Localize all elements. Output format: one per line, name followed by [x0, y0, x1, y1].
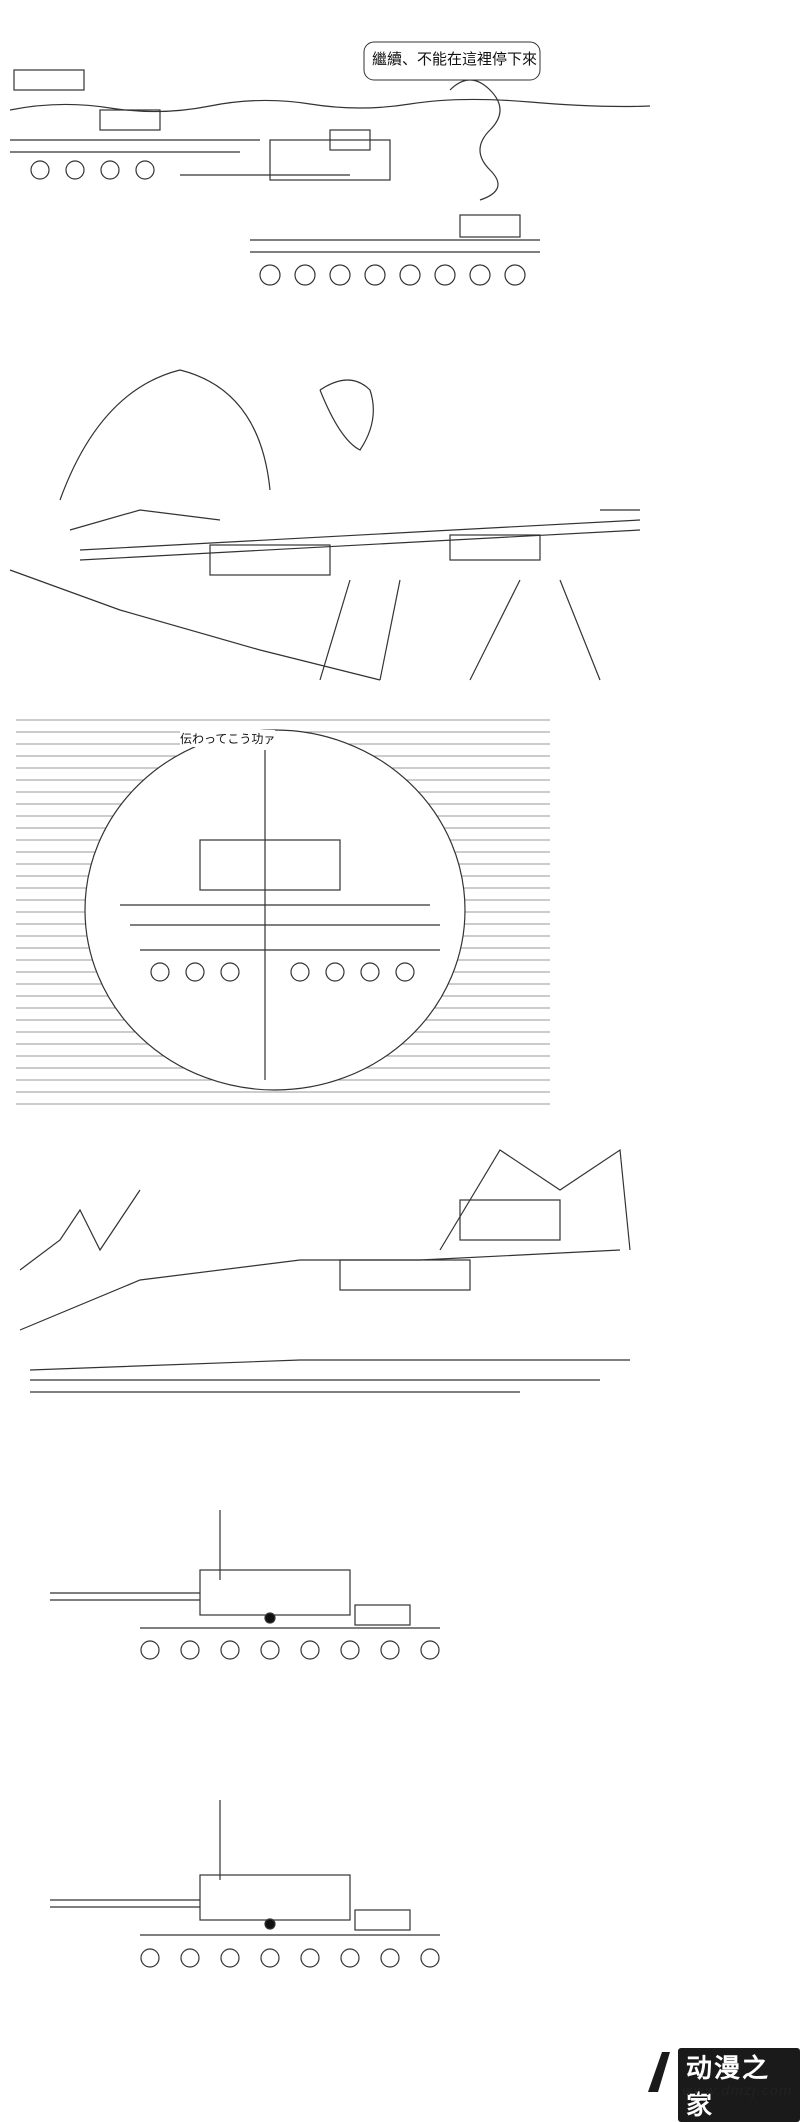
gunner-aiming-panel	[0, 350, 800, 700]
battlefield-explosion-art	[19, 1148, 631, 1393]
scope-view-art	[16, 719, 550, 1105]
speech-text: 繼續、不能在這裡停下來	[372, 50, 538, 68]
watermark-url: www.dmzj.com	[682, 2084, 793, 2099]
battlefield-explosion-panel	[0, 1130, 800, 1430]
tank-firing-panel-1	[0, 1500, 800, 1700]
tank-firing-panel-2	[0, 1790, 800, 2010]
gunner-aiming-art	[9, 369, 641, 681]
tank-convoy-panel: 繼續、不能在這裡停下來	[0, 0, 800, 320]
dmzj-logo-icon	[648, 2052, 670, 2092]
scope-caption: 伝わってこう功ァ	[180, 730, 276, 747]
scope-view-panel: 伝わってこう功ァ	[0, 710, 800, 1110]
tank-firing-art-1	[50, 1510, 440, 1660]
speech-bubble	[363, 41, 541, 81]
tank-convoy-art	[9, 69, 651, 286]
tank-firing-art-2	[50, 1800, 440, 1968]
